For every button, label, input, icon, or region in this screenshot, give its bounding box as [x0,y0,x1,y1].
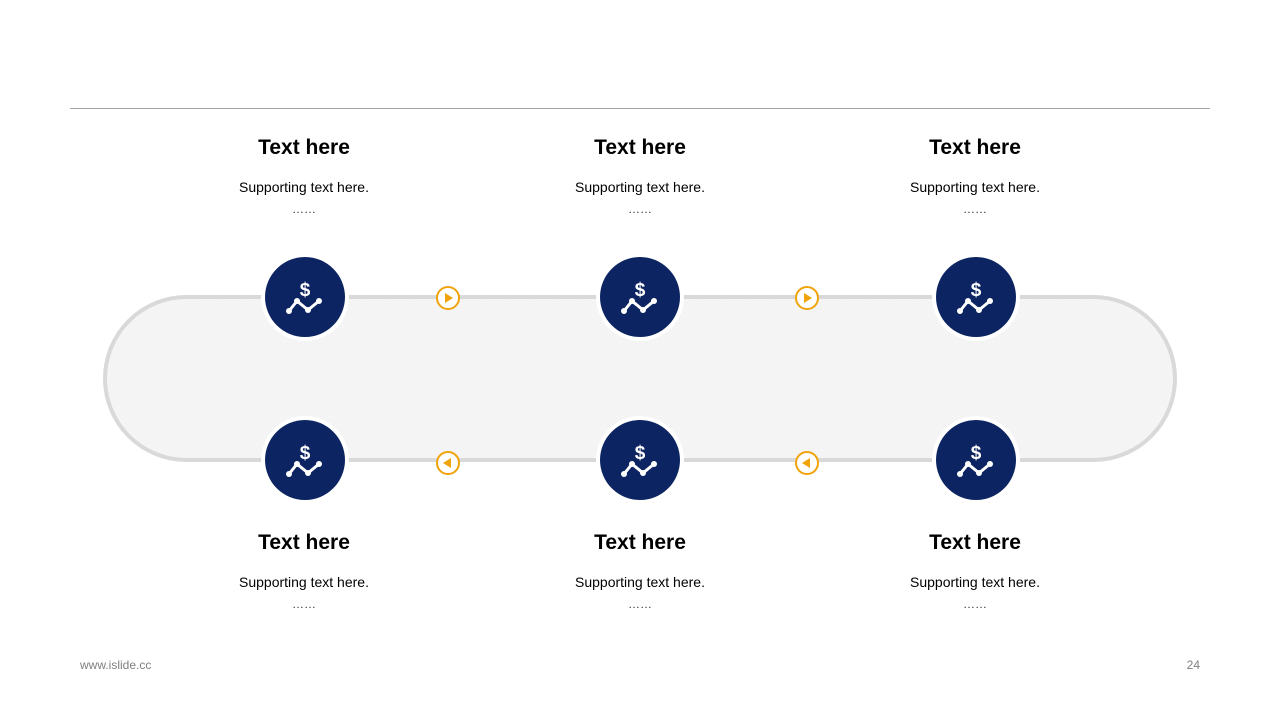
block-title: Text here [929,531,1021,554]
svg-text:$: $ [300,280,311,301]
dollar-trend-icon: $ [621,443,657,477]
block-ellipsis: …… [628,202,652,216]
dollar-trend-icon: $ [957,443,993,477]
block-supporting-text: Supporting text here. [910,179,1040,195]
svg-text:$: $ [300,443,311,464]
step-node: $ [932,253,1020,341]
block-title: Text here [258,136,350,159]
header-divider [70,108,1210,109]
dollar-trend-icon: $ [957,280,993,314]
footer-url: www.islide.cc [80,658,152,672]
dollar-trend-icon: $ [286,280,322,314]
block-supporting-text: Supporting text here. [910,574,1040,590]
step-node: $ [596,416,684,504]
block-supporting-text: Supporting text here. [239,574,369,590]
block-ellipsis: …… [292,202,316,216]
svg-text:$: $ [971,280,982,301]
top-text-block-1: Text here Supporting text here. …… [184,136,424,216]
block-ellipsis: …… [963,202,987,216]
block-ellipsis: …… [963,597,987,611]
block-supporting-text: Supporting text here. [575,574,705,590]
step-node: $ [261,416,349,504]
block-title: Text here [929,136,1021,159]
step-node: $ [596,253,684,341]
top-text-block-3: Text here Supporting text here. …… [855,136,1095,216]
block-title: Text here [594,531,686,554]
dollar-trend-icon: $ [286,443,322,477]
play-right-icon [436,286,460,310]
top-text-block-2: Text here Supporting text here. …… [520,136,760,216]
block-supporting-text: Supporting text here. [239,179,369,195]
block-title: Text here [594,136,686,159]
svg-text:$: $ [635,443,646,464]
play-left-icon [795,451,819,475]
block-ellipsis: …… [292,597,316,611]
dollar-trend-icon: $ [621,280,657,314]
step-node: $ [932,416,1020,504]
svg-text:$: $ [635,280,646,301]
block-supporting-text: Supporting text here. [575,179,705,195]
play-right-icon [795,286,819,310]
block-title: Text here [258,531,350,554]
page-number: 24 [1186,658,1200,672]
block-ellipsis: …… [628,597,652,611]
step-node: $ [261,253,349,341]
svg-text:$: $ [971,443,982,464]
bottom-text-block-1: Text here Supporting text here. …… [184,531,424,611]
bottom-text-block-2: Text here Supporting text here. …… [520,531,760,611]
play-left-icon [436,451,460,475]
bottom-text-block-3: Text here Supporting text here. …… [855,531,1095,611]
